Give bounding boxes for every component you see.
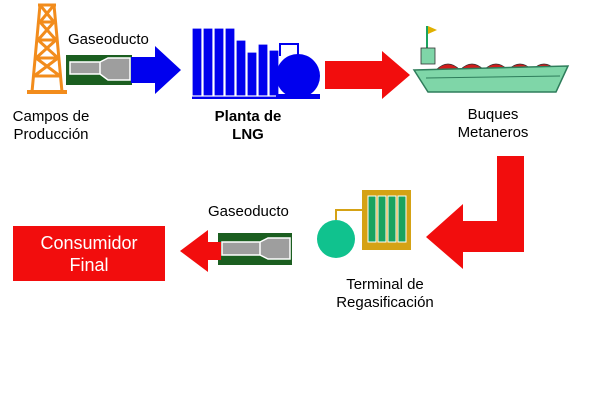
campos-de-produccion-label: Campos de Producción bbox=[6, 108, 96, 144]
flow-arrow-red-1 bbox=[325, 51, 410, 99]
gaseoducto-bottom-label: Gaseoducto bbox=[208, 203, 289, 220]
buques-line-1: Buques bbox=[467, 106, 519, 123]
flow-arrow-red-2 bbox=[426, 156, 524, 269]
lng-plant-icon bbox=[191, 27, 320, 99]
flow-arrow-red-3 bbox=[180, 230, 221, 272]
terminal-line-1: Terminal de bbox=[346, 276, 424, 293]
lng-tanker-icon bbox=[412, 26, 570, 93]
pipeline-icon-bottom bbox=[218, 233, 292, 265]
buques-metaneros-label: Buques Metaneros bbox=[438, 106, 548, 142]
consumidor-final-box: Consumidor Final bbox=[13, 226, 165, 281]
planta-line-2: LNG bbox=[232, 126, 264, 143]
campos-line-1: Campos de bbox=[12, 108, 90, 125]
campos-line-2: Producción bbox=[13, 126, 89, 143]
pipeline-icon-top bbox=[66, 55, 132, 85]
oil-derrick-icon bbox=[27, 3, 67, 94]
buques-line-2: Metaneros bbox=[457, 124, 529, 141]
terminal-regasificacion-label: Terminal de Regasificación bbox=[326, 276, 444, 312]
consumidor-line-1: Consumidor bbox=[40, 232, 138, 253]
terminal-line-2: Regasificación bbox=[336, 294, 434, 311]
flow-arrow-blue bbox=[131, 46, 181, 94]
regasification-terminal-icon bbox=[317, 190, 411, 258]
gaseoducto-top-label: Gaseoducto bbox=[68, 31, 149, 48]
planta-line-1: Planta de bbox=[214, 108, 282, 125]
planta-lng-label: Planta de LNG bbox=[200, 108, 296, 144]
consumidor-line-2: Final bbox=[69, 254, 109, 275]
